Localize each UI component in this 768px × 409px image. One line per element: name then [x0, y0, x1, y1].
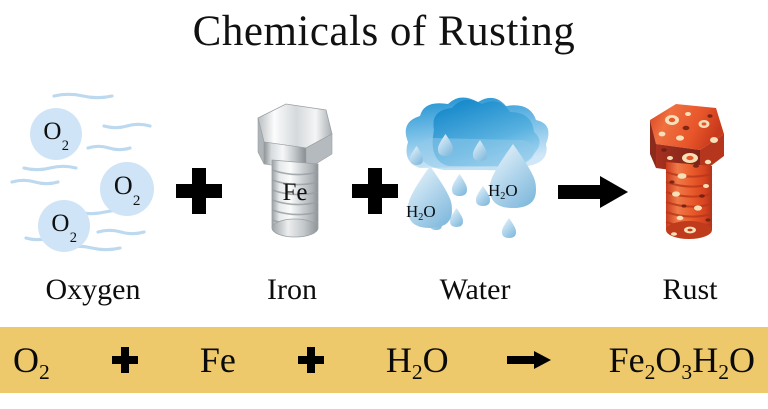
panel-oxygen-caption: Oxygen [45, 273, 141, 306]
panel-rust: Rust [620, 90, 760, 305]
plus-vertical-bar [306, 347, 315, 373]
raindrop-small-1 [437, 134, 454, 156]
oxygen-wave-5 [10, 178, 60, 186]
arrow-right-icon [558, 176, 628, 208]
oxygen-molecule-3: O2 [38, 200, 90, 252]
equation-iron: Fe [199, 340, 236, 380]
raindrop-small-2 [409, 146, 424, 165]
equation-oxygen: O2 [13, 340, 50, 385]
oxygen-wave-3 [86, 144, 132, 152]
arrow-head [533, 351, 551, 369]
raindrop-small-4 [451, 174, 468, 196]
large-raindrop-group [407, 144, 537, 228]
oxygen-wave-4 [22, 164, 78, 172]
rain-cloud-icon: H2O H2O [390, 90, 560, 258]
panel-water-caption: Water [439, 273, 511, 306]
arrow-shaft [558, 185, 604, 199]
rain-cloud-svg [405, 97, 549, 238]
oxygen-molecule-1: O2 [30, 108, 82, 160]
raindrop-small-3 [472, 140, 488, 161]
raindrop-large-1 [407, 166, 453, 228]
iron-bolt-svg: Fe [257, 103, 333, 238]
raindrop-small-8 [501, 218, 517, 238]
oxygen-wave-1 [52, 92, 114, 100]
equation-arrow [506, 351, 551, 369]
plus-vertical-bar [192, 168, 206, 214]
iron-bolt-icon: Fe [228, 90, 356, 258]
plus-icon [176, 168, 222, 214]
chemical-equation: O2 Fe H2O Fe2O3H2O [0, 340, 768, 385]
equation-rust: Fe2O3H2O [608, 340, 755, 385]
oxygen-wave-7 [96, 228, 146, 236]
oxygen-waves-svg [10, 92, 152, 252]
rust-dark-speckles [661, 114, 713, 222]
plus-vertical-bar [120, 347, 129, 373]
rusted-bolt-svg [650, 104, 724, 239]
rust-speckles [658, 112, 718, 236]
plus-icon [352, 168, 398, 214]
panel-water: H2O H2O Water [390, 90, 560, 305]
raindrop-label-2: H2O [488, 181, 518, 203]
equation-water: H2O [385, 340, 449, 385]
oxygen-molecule-2: O2 [100, 162, 154, 216]
arrow-shaft [506, 356, 537, 364]
panel-iron: Fe Iron [228, 90, 356, 305]
equation-plus-2 [297, 347, 324, 373]
formula-bar: O2 Fe H2O Fe2O3H2O [0, 327, 768, 393]
raindrop-small-6 [449, 208, 464, 227]
raindrop-small-5 [475, 186, 491, 206]
page-title: Chemicals of Rusting [192, 8, 576, 55]
panel-rust-caption: Rust [662, 273, 718, 306]
raindrop-large-2 [489, 144, 537, 208]
arrow-head [600, 176, 628, 208]
panel-iron-caption: Iron [267, 273, 317, 306]
iron-bolt-label: Fe [283, 179, 308, 206]
raindrop-label-1: H2O [406, 202, 436, 224]
rusted-bolt-icon [620, 90, 760, 258]
equation-plus-1 [111, 347, 138, 373]
plus-vertical-bar [368, 168, 382, 214]
oxygen-wave-2 [102, 122, 152, 130]
